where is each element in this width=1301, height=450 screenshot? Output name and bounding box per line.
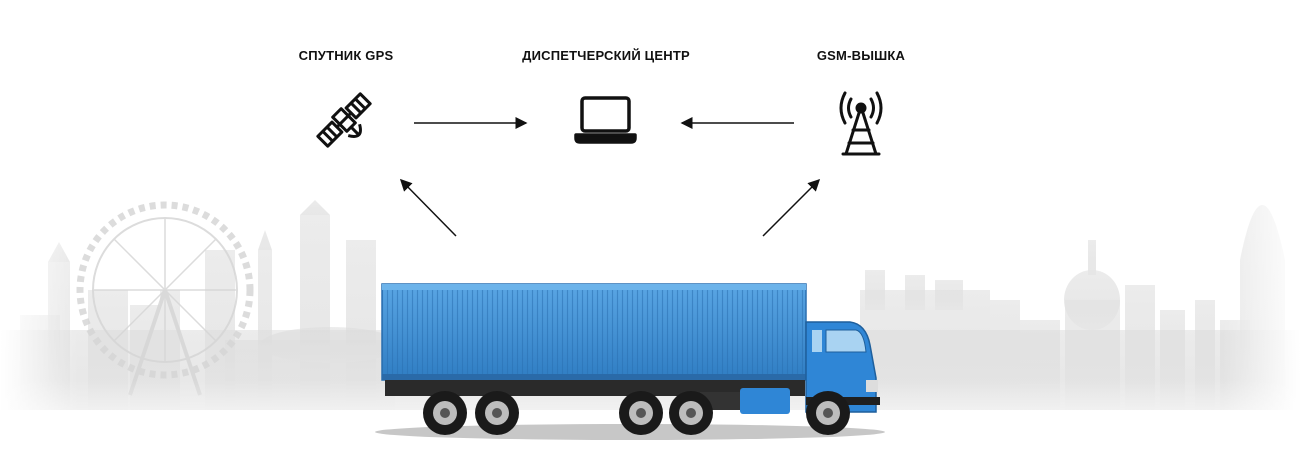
satellite-icon [316,92,372,148]
connection-arrows [399,117,821,237]
cell-tower-icon [839,91,883,156]
arrow-truck-to-tower [762,178,821,237]
arrow-truck-to-satellite [399,178,457,237]
truck-wheels [423,391,850,435]
gsm-tower-label: GSM-вышка [816,48,906,63]
satellite-label: Спутник GPS [298,48,394,63]
dispatch-center-label: Диспетчерский центр [522,48,690,63]
container-truck-illustration [375,283,885,440]
laptop-icon [574,96,637,144]
